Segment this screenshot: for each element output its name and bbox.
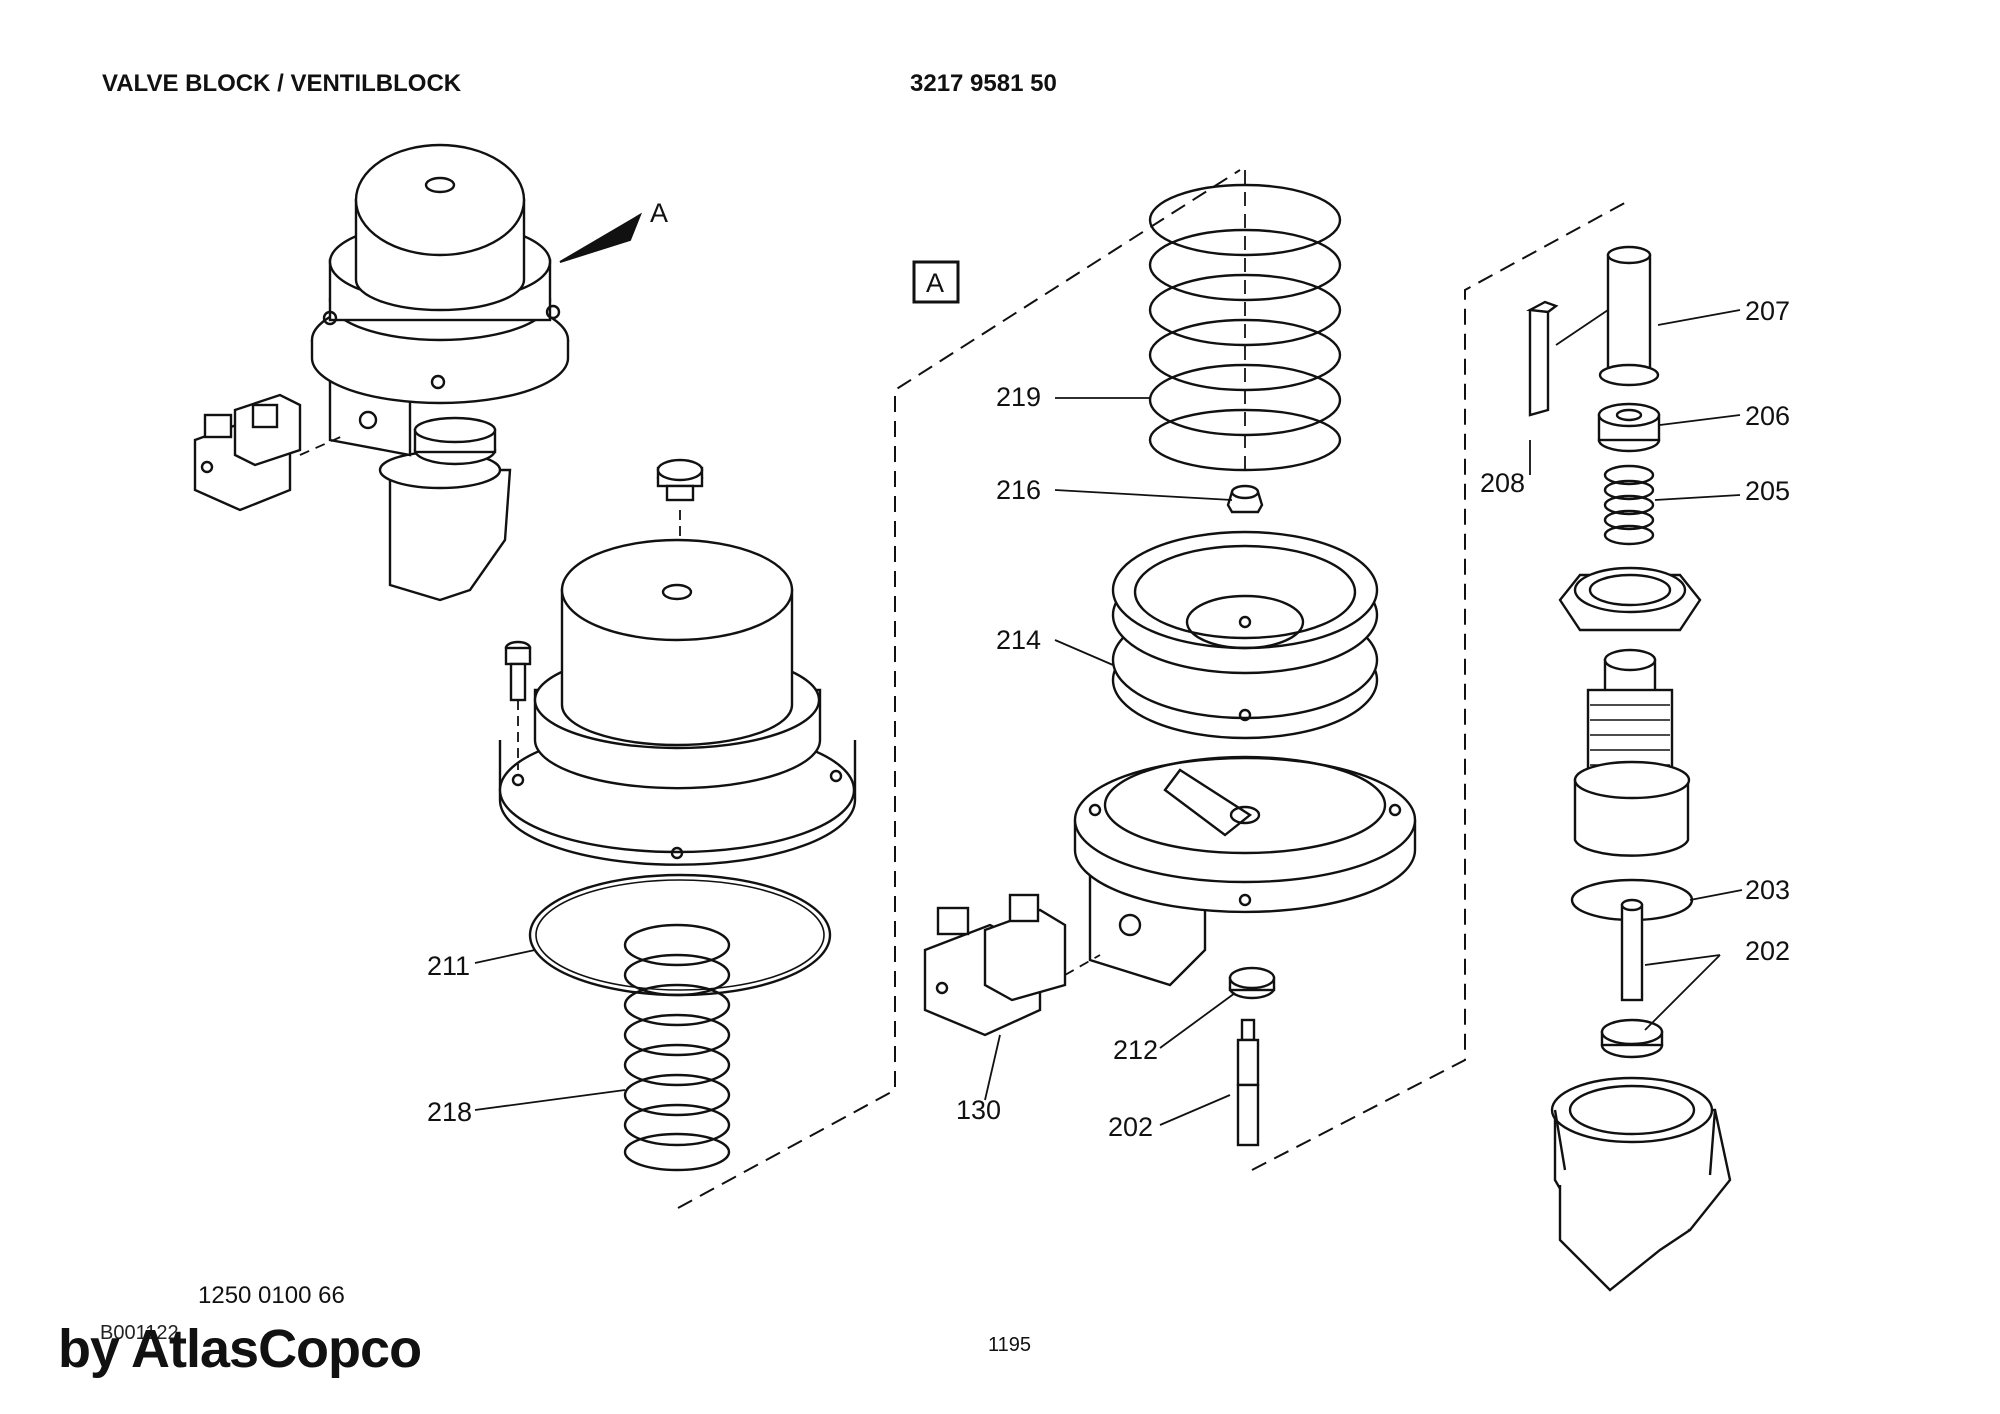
callout-207: 207 — [1745, 296, 1790, 326]
solenoid-valve-icon — [193, 393, 346, 512]
solenoid-valve-icon — [923, 893, 1101, 1037]
callout-202-center: 202 — [1108, 1112, 1153, 1142]
seal-icon — [1228, 966, 1276, 1000]
key-icon — [1526, 300, 1609, 417]
callout-203: 203 — [1745, 875, 1790, 905]
page-code: 1195 — [988, 1334, 1032, 1356]
callout-219: 219 — [996, 382, 1041, 412]
callout-205: 205 — [1745, 476, 1790, 506]
diaphragm-icon — [1111, 530, 1379, 740]
view-box-label: A — [926, 268, 944, 298]
nut-icon — [1226, 484, 1264, 514]
plug-icon — [656, 458, 704, 502]
valve-housing-icon — [1073, 755, 1417, 987]
brand-watermark: by AtlasCopco — [58, 1319, 422, 1379]
page-title: VALVE BLOCK / VENTILBLOCK — [102, 70, 462, 97]
view-box-icon — [912, 260, 960, 304]
valve-cartridge-icon — [1573, 648, 1691, 857]
spring-icon — [623, 923, 731, 1172]
callout-202-right: 202 — [1745, 936, 1790, 966]
pin-icon — [1236, 1018, 1260, 1147]
hex-nut-icon — [1558, 566, 1702, 632]
callout-216: 216 — [996, 475, 1041, 505]
cover-cap-icon — [498, 538, 857, 866]
seal-ring-icon — [1597, 402, 1661, 453]
callout-130: 130 — [956, 1095, 1001, 1125]
sleeve-icon — [1598, 245, 1660, 387]
callout-208: 208 — [1480, 468, 1525, 498]
callout-212: 212 — [1113, 1035, 1158, 1065]
spring-icon — [1603, 464, 1655, 546]
o-ring-icon — [528, 873, 832, 997]
part-number: 3217 9581 50 — [910, 70, 1057, 97]
callout-214: 214 — [996, 625, 1041, 655]
reference-number: 1250 0100 66 — [198, 1282, 345, 1309]
callout-211: 211 — [427, 951, 470, 981]
valve-body-icon — [1550, 1076, 1732, 1292]
bolt-icon — [504, 640, 532, 770]
drawing-code: B001122 — [100, 1322, 179, 1344]
view-arrow-label: A — [650, 198, 668, 228]
view-arrow-icon — [559, 212, 643, 263]
assembled-valve-icon — [310, 143, 570, 602]
callout-206: 206 — [1745, 401, 1790, 431]
valve-stem-icon — [1600, 898, 1664, 1059]
callout-218: 218 — [427, 1097, 472, 1127]
